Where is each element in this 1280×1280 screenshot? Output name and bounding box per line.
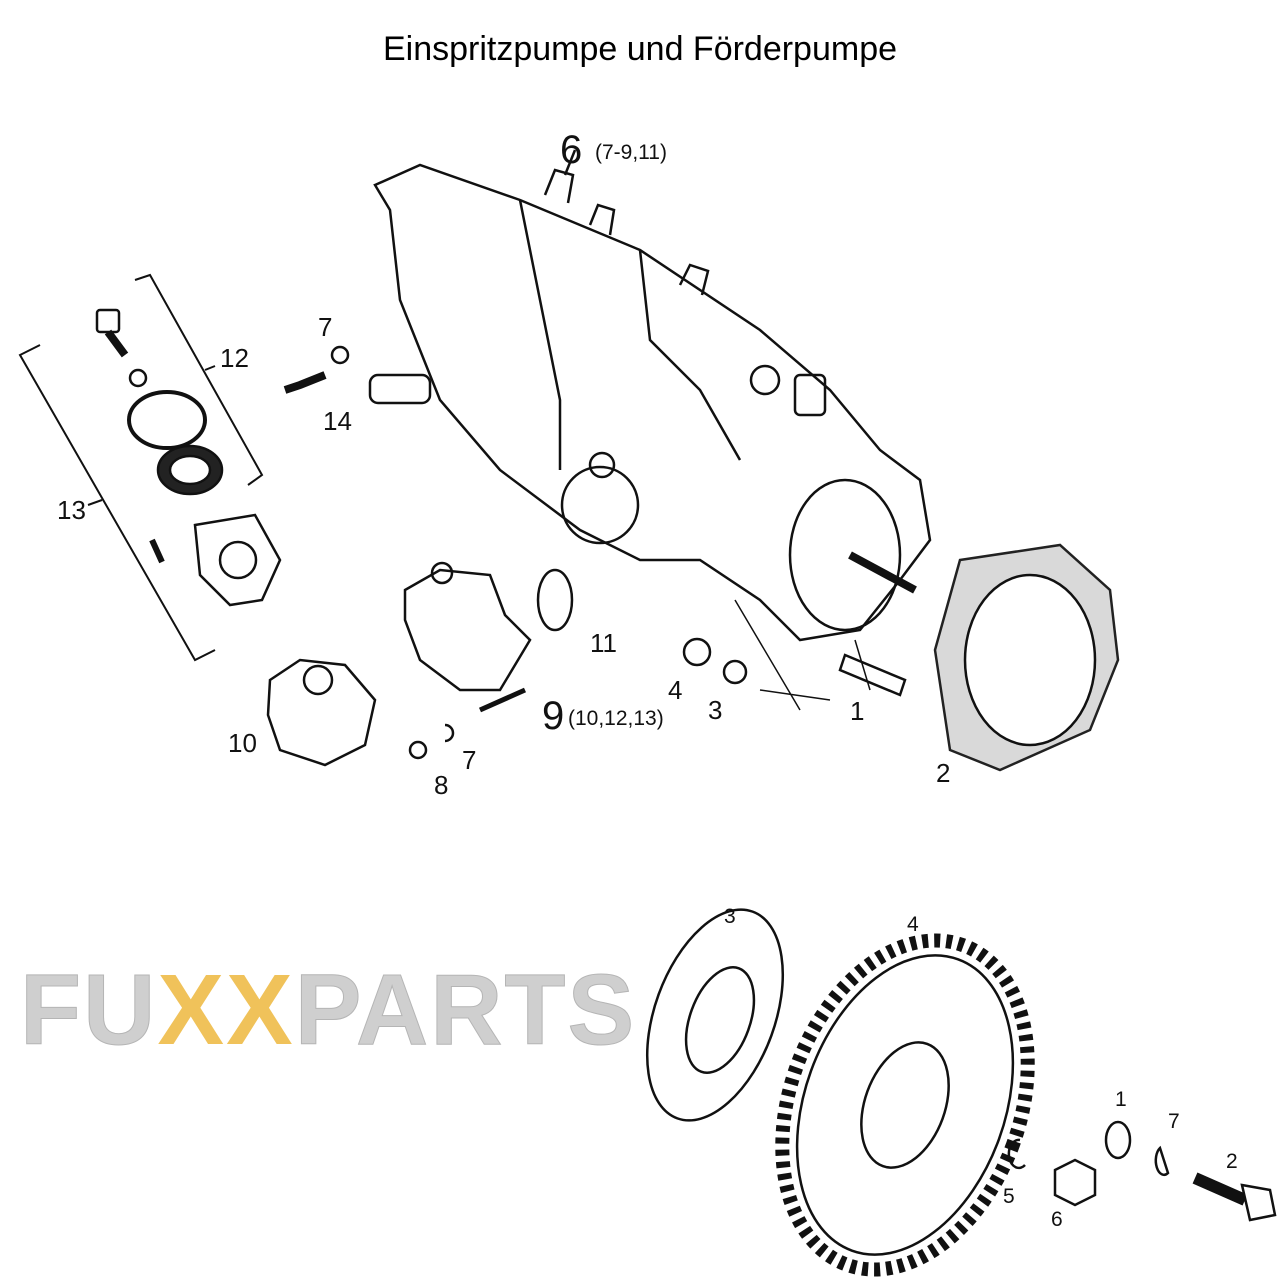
lock-part-7 (1154, 1145, 1170, 1177)
callout-4: 4 (668, 675, 683, 705)
callout-9: 9 (542, 694, 565, 738)
callout-8: 8 (434, 770, 449, 800)
callout-14: 14 (323, 406, 352, 436)
clip-part-5 (1007, 1138, 1026, 1170)
callout-1: 1 (850, 696, 865, 726)
nut-part-7 (330, 345, 350, 365)
watermark-logo: FUXXPARTS (19, 960, 636, 1061)
watermark-left: FU (19, 954, 158, 1066)
screw-part-14 (283, 371, 327, 394)
callout-6: 6 (560, 128, 583, 172)
bolt-part-2 (1192, 1172, 1277, 1222)
gear-part-4 (775, 933, 1035, 1277)
flange-part-3 (645, 908, 785, 1122)
callout-10: 10 (228, 728, 257, 758)
watermark-right: PARTS (294, 954, 637, 1066)
callout-7b: 7 (462, 745, 477, 775)
lower-callout-2: 2 (1226, 1150, 1238, 1173)
lower-callout-7: 7 (1168, 1110, 1180, 1133)
kit-parts-12 (95, 308, 282, 607)
callout-6-sub: (7-9,11) (595, 141, 667, 164)
callout-9-sub: (10,12,13) (568, 707, 664, 730)
callout-11: 11 (590, 628, 617, 658)
callout-2: 2 (936, 758, 951, 788)
washer-part-1 (1104, 1120, 1132, 1160)
nut-part-6 (1053, 1158, 1097, 1207)
lower-callout-4: 4 (907, 913, 919, 936)
lower-callout-6: 6 (1051, 1208, 1063, 1231)
lower-callout-1: 1 (1115, 1088, 1127, 1111)
washer-part-3 (722, 659, 748, 685)
lower-callout-3: 3 (724, 905, 736, 928)
kit-bracket-13 (18, 273, 264, 662)
lower-callout-5: 5 (1003, 1185, 1015, 1208)
callout-13: 13 (57, 495, 86, 525)
clip-part-7 (444, 723, 455, 743)
callout-3: 3 (708, 695, 723, 725)
feed-pump-part-9 (403, 561, 574, 713)
watermark-xx: XX (157, 954, 295, 1066)
pump-cover-part-10 (266, 658, 377, 767)
stud-part-1 (838, 653, 907, 697)
callout-12: 12 (220, 343, 249, 373)
injection-pump-body (368, 149, 932, 642)
diagram-title: Einspritzpumpe und Förderpumpe (382, 30, 898, 68)
callout-7: 7 (318, 312, 333, 342)
leader-lines (734, 599, 871, 711)
nut-part-8 (408, 740, 428, 760)
gasket-part-2 (933, 543, 1120, 772)
nut-part-4 (682, 637, 712, 667)
